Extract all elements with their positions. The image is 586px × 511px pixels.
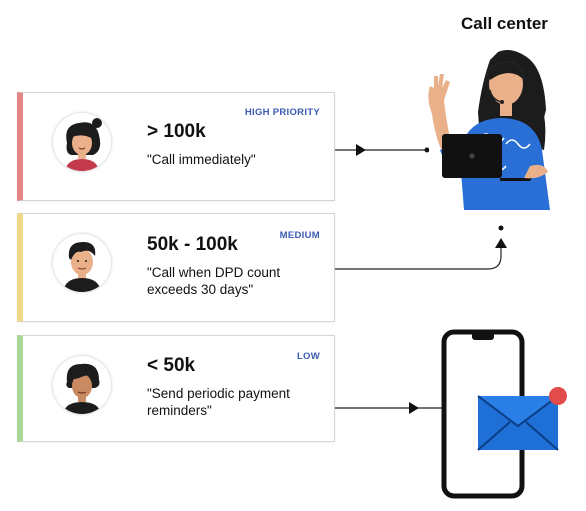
notification-dot-icon — [549, 387, 567, 405]
priority-badge: LOW — [296, 351, 320, 362]
envelope-icon — [477, 395, 559, 451]
medium-priority-dot — [498, 225, 504, 231]
smartphone-icon — [441, 329, 567, 499]
collection-instruction: "Call immediately" — [147, 152, 256, 167]
collection-instruction: "Send periodic payment reminders" — [147, 386, 290, 418]
priority-badge: HIGH PRIORITY — [244, 107, 320, 118]
low-priority-arrowhead — [409, 402, 419, 414]
priority-badge: MEDIUM — [279, 230, 320, 241]
high-priority-arrowhead — [356, 144, 366, 156]
high-priority-dot — [424, 147, 430, 153]
amount-threshold: > 100k — [147, 121, 206, 142]
customer-avatar-curly-hair-icon — [53, 356, 111, 414]
medium-priority-card: 50k - 100k "Call when DPD count exceeds … — [17, 213, 335, 322]
customer-avatar-woman-icon — [53, 113, 111, 171]
collection-instruction: "Call when DPD count exceeds 30 days" — [147, 265, 281, 297]
customer-avatar-man-icon — [53, 234, 111, 292]
low-priority-card: < 50k "Send periodic payment reminders" … — [17, 335, 335, 442]
call-center-title: Call center — [461, 14, 548, 33]
amount-threshold: 50k - 100k — [147, 234, 238, 255]
amount-threshold: < 50k — [147, 355, 196, 376]
call-center-agent-icon — [428, 50, 570, 210]
high-priority-card: > 100k "Call immediately" HIGH PRIORITY — [17, 92, 335, 201]
medium-priority-arrow — [300, 240, 502, 270]
medium-priority-arrowhead — [495, 238, 507, 248]
